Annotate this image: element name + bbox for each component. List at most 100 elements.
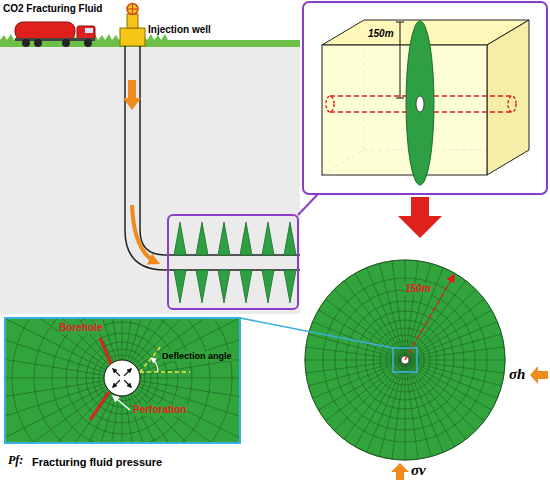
- fracture-wing: [174, 222, 186, 255]
- radius-arrow: [405, 275, 454, 360]
- grass: [0, 40, 300, 47]
- mesh-spoke: [355, 363, 403, 446]
- mesh-spoke: [125, 318, 163, 360]
- mesh-spoke: [326, 299, 402, 357]
- fracture-wing: [262, 222, 274, 255]
- fracture-set: [174, 222, 296, 303]
- mesh-spoke: [367, 268, 404, 357]
- model-domain: [305, 260, 505, 460]
- perforation-line: [90, 392, 109, 420]
- inset-frame: [5, 318, 240, 443]
- mesh-spoke: [5, 378, 104, 379]
- mesh-spoke: [137, 389, 240, 443]
- mesh-spoke: [137, 318, 240, 367]
- fracture-wing: [218, 270, 230, 303]
- wellhead: [120, 4, 145, 47]
- mesh-spoke: [392, 364, 405, 459]
- rock-block: [322, 20, 529, 185]
- stress-arrow: [530, 366, 548, 384]
- borehole-end: [508, 96, 516, 112]
- block-front-face: [322, 45, 487, 175]
- pressure-arrow: [113, 380, 120, 387]
- fracture-wing: [174, 270, 186, 303]
- legend-note: Fracturing fluid pressure: [32, 456, 162, 469]
- fluid-label: CO2 Fracturing Fluid: [3, 3, 102, 15]
- valve-wheel: [127, 4, 138, 15]
- mesh-spoke: [409, 322, 498, 359]
- well-casing: [125, 46, 300, 270]
- mesh-spoke: [405, 364, 406, 460]
- fracture-wing: [240, 270, 252, 303]
- well-casing: [140, 46, 300, 255]
- symbol-label: Pf:: [8, 454, 23, 468]
- mesh-spoke: [5, 318, 109, 365]
- mesh-spoke: [409, 362, 498, 399]
- dimension-label: 150m: [368, 28, 394, 40]
- mesh-ring: [5, 318, 240, 443]
- mesh-spoke: [392, 261, 405, 356]
- mesh-spoke: [408, 310, 491, 358]
- mesh-spoke: [334, 289, 402, 357]
- ground: [0, 46, 300, 314]
- mesh-spoke: [306, 361, 401, 374]
- mesh-spoke: [409, 361, 504, 374]
- mesh-spoke: [334, 363, 402, 431]
- mesh-spoke: [125, 396, 163, 443]
- transition-arrow: [398, 197, 442, 238]
- flow-arrow: [132, 205, 156, 262]
- reference-line: [140, 345, 162, 372]
- flow-arrow: [123, 80, 141, 110]
- wellhead-base: [120, 28, 145, 46]
- mesh-spoke: [128, 395, 203, 443]
- mesh-spoke: [313, 362, 402, 399]
- inset-mesh: [5, 318, 240, 443]
- well-label: Injection well: [148, 24, 211, 36]
- part-label: Borehole: [58, 322, 103, 334]
- mesh-spoke: [140, 337, 240, 375]
- fracture-wing: [196, 222, 208, 255]
- angle-arc: [151, 358, 158, 372]
- truck-tank: [15, 22, 75, 40]
- zoom-link: [298, 194, 318, 215]
- mesh-spoke: [5, 318, 111, 363]
- fracture-wing: [284, 270, 296, 303]
- mesh-spoke: [406, 364, 431, 457]
- pressure-arrow: [124, 380, 131, 387]
- valve-spoke: [127, 8, 138, 9]
- mesh-spoke: [306, 347, 401, 360]
- mesh-spoke: [409, 334, 502, 359]
- perforation-pointer: [113, 396, 130, 410]
- mesh-spoke: [305, 360, 401, 361]
- fracture-wing: [218, 222, 230, 255]
- mesh-spoke: [5, 318, 107, 367]
- mesh-spoke: [408, 362, 484, 420]
- mesh-spoke: [408, 289, 476, 357]
- truck-wheel: [34, 39, 42, 47]
- mesh-spoke: [409, 347, 504, 360]
- part-label: Perforation: [132, 404, 187, 416]
- mesh-spoke: [139, 318, 240, 372]
- mesh-spoke: [133, 318, 240, 363]
- reference-line: [140, 371, 190, 373]
- truck-wheel: [22, 39, 30, 47]
- block-side-face: [487, 20, 529, 175]
- pressure-arrow: [113, 369, 120, 376]
- fracture-wing: [284, 222, 296, 255]
- mesh-spoke: [5, 318, 114, 362]
- mesh-spoke: [42, 318, 117, 361]
- mesh-spoke: [407, 363, 455, 446]
- zoom-frame: [303, 2, 547, 194]
- mesh-spoke: [122, 318, 123, 360]
- mesh-spoke: [318, 310, 401, 358]
- mesh-spoke: [5, 386, 106, 443]
- mesh-ring: [305, 260, 505, 460]
- mesh-spoke: [138, 318, 240, 370]
- mesh-spoke: [5, 393, 111, 443]
- fracture-wing: [262, 270, 274, 303]
- fracture-plane: [406, 21, 434, 185]
- mesh-spoke: [140, 378, 240, 379]
- mesh-spoke: [344, 363, 402, 439]
- mesh-spoke: [367, 364, 404, 453]
